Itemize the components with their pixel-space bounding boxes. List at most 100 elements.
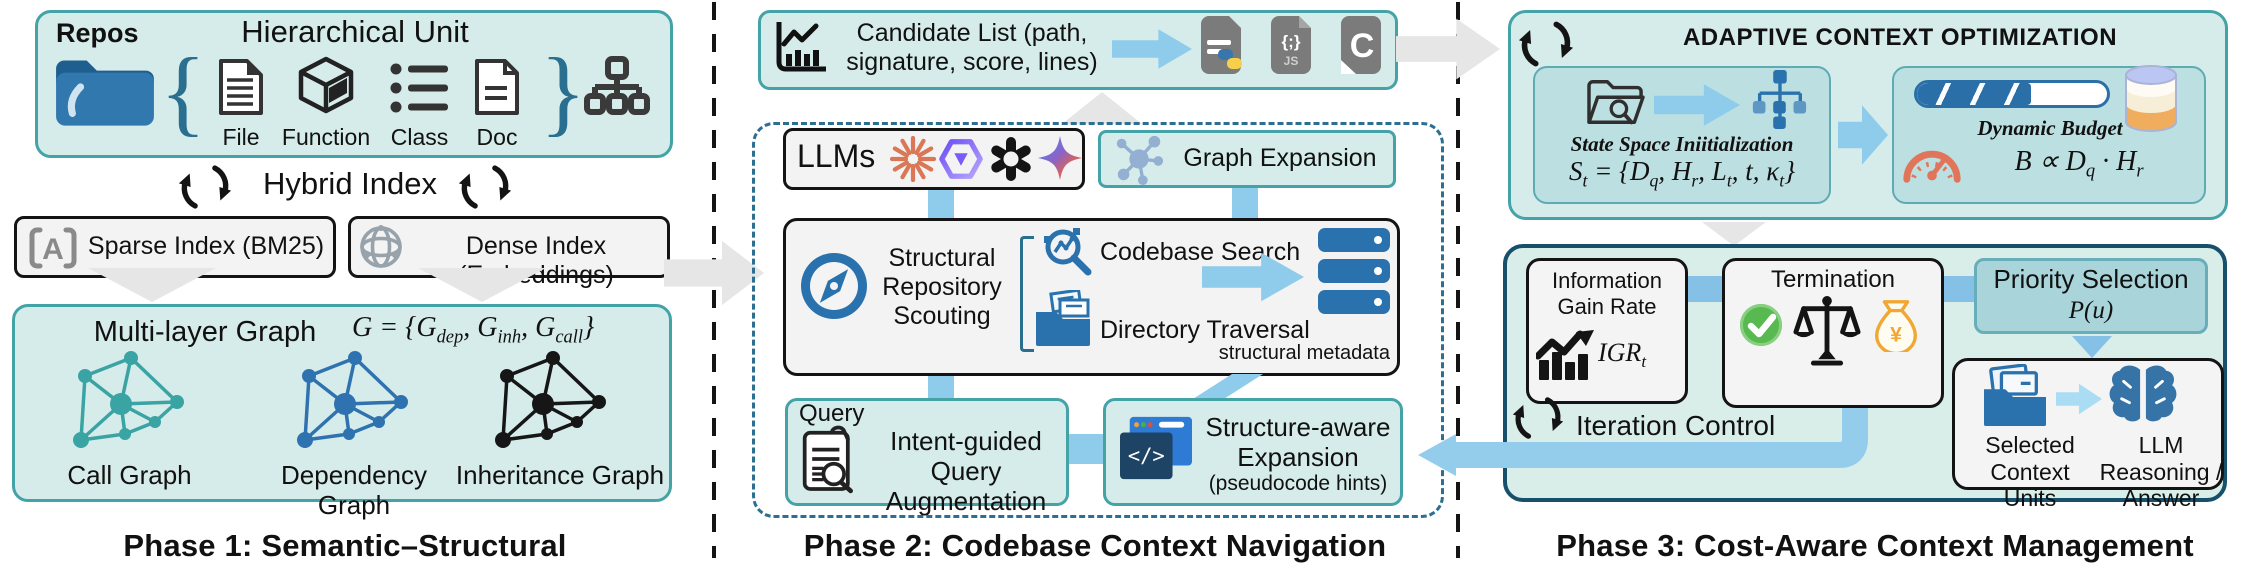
phase3-title: Phase 3: Cost-Aware Context Management	[1556, 528, 2194, 563]
right-arrow	[1654, 84, 1740, 126]
svg-text:{;}: {;}	[1282, 32, 1301, 51]
code-window-icon: </>	[1120, 416, 1192, 480]
inheritance-graph-label: Inheritance Graph	[455, 460, 665, 490]
iteration-control-label: Iteration Control	[1576, 410, 1776, 441]
cycle-arrows-icon	[1518, 21, 1574, 67]
down-arrow	[88, 268, 216, 302]
gauge-icon	[1903, 150, 1961, 183]
navigation-dashed-box	[752, 122, 1444, 518]
sparse-index-label: Sparse Index (BM25)	[87, 232, 325, 260]
aco-title: ADAPTIVE CONTEXT OPTIMIZATION	[1682, 24, 2118, 51]
hybrid-index-label: Hybrid Index	[262, 166, 438, 201]
connector	[1944, 276, 1974, 302]
dependency-graph-label: Dependency Graph	[281, 460, 427, 521]
network-graph-icon	[73, 351, 184, 448]
folder-pages-icon	[1984, 364, 2046, 426]
scouting-label: Structural Repository Scouting	[882, 244, 1002, 330]
svg-text:C: C	[1350, 27, 1375, 65]
llms-label: LLMs	[797, 138, 876, 174]
svg-text:A: A	[42, 233, 64, 266]
search-graph-icon	[1044, 228, 1092, 276]
c-file-icon: C	[1341, 16, 1381, 74]
python-file-icon	[1201, 16, 1242, 74]
structural-metadata-label: structural metadata	[1218, 342, 1390, 364]
feedback-arrow	[1418, 402, 1868, 476]
expansion-note: (pseudocode hints)	[1208, 472, 1388, 495]
right-arrow	[1202, 252, 1304, 302]
graph-expansion-label: Graph Expansion	[1183, 144, 1377, 172]
unit-label-class: Class	[390, 124, 449, 150]
molecule-icon	[1116, 135, 1164, 186]
cycle-arrows-icon	[178, 165, 232, 209]
cycle-arrows-icon	[458, 165, 512, 209]
bars-trend-icon	[1536, 330, 1594, 380]
directory-traversal-label: Directory Traversal	[1100, 316, 1310, 344]
bracket	[1020, 236, 1034, 352]
svg-text:</>: </>	[1128, 444, 1165, 468]
hierarchical-unit-title: Hierarchical Unit	[241, 14, 469, 49]
network-graph-icon	[495, 351, 606, 448]
repos-label: Repos	[56, 18, 139, 48]
file-icon	[219, 59, 263, 115]
bracket-a-icon: A	[29, 227, 77, 269]
selected-context-label: Selected Context Units	[1985, 432, 2075, 512]
doc-icon	[475, 59, 519, 115]
call-graph-label: Call Graph	[67, 460, 192, 490]
gemini-logo	[1038, 136, 1082, 180]
check-icon	[1740, 304, 1782, 346]
intent-label: Intent-guided Query Augmentation	[885, 426, 1047, 517]
brace-close: }	[540, 38, 587, 145]
igr-formula: IGRt	[1598, 338, 1647, 372]
up-arrow	[1062, 92, 1142, 124]
down-arrow	[1702, 222, 1766, 246]
priority-selection-box	[1974, 258, 2208, 334]
brace-open: {	[160, 38, 207, 145]
state-formula: St = {Dq, Hr, Lt, t, κt}	[1568, 156, 1796, 191]
query-label: Query	[799, 400, 865, 427]
cycle-arrows-icon	[1512, 397, 1564, 439]
function-cube-icon	[298, 56, 354, 114]
folder-search-icon	[1587, 80, 1645, 125]
chart-icon	[776, 22, 826, 72]
server-icon	[1318, 228, 1390, 314]
state-space-label: State Space Iniitialization	[1570, 132, 1794, 156]
phase1-title: Phase 1: Semantic–Structural Representat…	[123, 528, 567, 570]
connector	[1688, 276, 1722, 302]
unit-label-function: Function	[281, 124, 371, 150]
network-graph-icon	[297, 351, 408, 448]
svg-text:JS: JS	[1284, 54, 1299, 68]
expansion-label: Structure-aware Expansion	[1205, 412, 1391, 473]
money-bag-icon: ¥	[1875, 300, 1917, 352]
connector	[1185, 374, 1263, 404]
priority-formula: P(u)	[2068, 297, 2114, 324]
multilayer-graph-title: Multi-layer Graph	[93, 316, 317, 348]
progress-bar-fill	[1917, 83, 2031, 105]
query-doc-icon	[802, 425, 853, 494]
graph-formula: G = {Gdep, Ginh, Gcall}	[352, 312, 595, 347]
claude-logo	[890, 136, 936, 182]
connector	[1232, 188, 1258, 218]
connector	[928, 376, 954, 400]
down-arrow	[418, 268, 546, 302]
scales-icon	[1793, 296, 1861, 366]
right-arrow	[1112, 29, 1192, 69]
llm-reasoning-label: LLM Reasoning / Answer	[2099, 432, 2223, 512]
js-file-icon: {;} JS	[1271, 16, 1311, 74]
right-arrow	[1838, 105, 1888, 165]
right-arrow	[2056, 383, 2102, 415]
connector	[1069, 434, 1103, 464]
phase2-title: Phase 2: Codebase Context Navigation	[803, 528, 1387, 563]
brain-icon	[2109, 365, 2177, 422]
phase2-3-separator	[1456, 2, 1460, 558]
folder-files-icon	[1036, 290, 1090, 346]
progress-bar	[1914, 80, 2110, 108]
openai-logo	[991, 137, 1031, 181]
unit-label-file: File	[222, 124, 260, 150]
candidate-list-label: Candidate List (path, signature, score, …	[846, 19, 1098, 76]
qwen-logo	[939, 139, 983, 179]
right-arrow	[664, 240, 764, 306]
down-arrow	[2072, 336, 2112, 358]
budget-formula: B ∝ Dq · Hr	[2014, 146, 2144, 181]
sitemap-icon	[584, 56, 650, 115]
